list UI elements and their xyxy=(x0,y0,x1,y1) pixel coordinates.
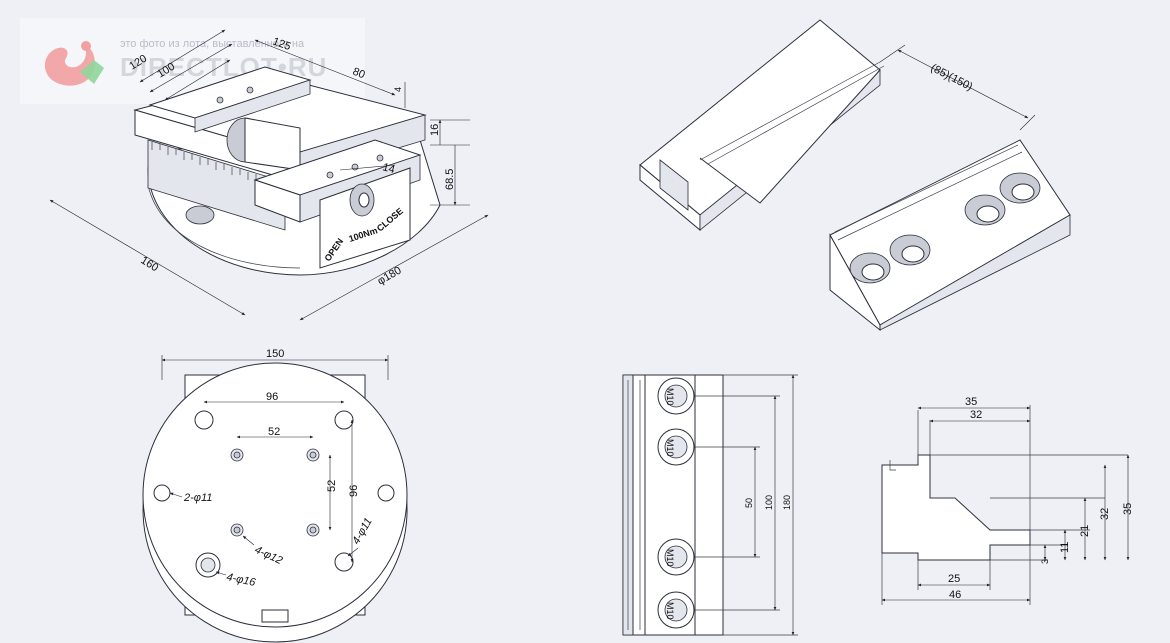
dim-3: 3 xyxy=(1040,559,1050,564)
jaw-isometric-view: (85)(150) xyxy=(639,19,1071,332)
dim-50: 50 xyxy=(744,498,754,508)
dim-150: 150 xyxy=(266,348,284,360)
dim-11: 11 xyxy=(1059,542,1071,553)
dim-14: 14 xyxy=(381,161,396,176)
dim-68-5: 68.5 xyxy=(444,169,456,190)
dim-35-top: 35 xyxy=(965,396,977,408)
dim-35-side: 35 xyxy=(1122,503,1134,515)
callout-2-phi11: 2-φ11 xyxy=(183,492,212,504)
dim-16: 16 xyxy=(429,124,441,136)
jaw-profile-view: 35 32 3 11 21 32 35 25 46 xyxy=(881,396,1134,605)
dim-25: 25 xyxy=(948,573,960,585)
dim-100: 100 xyxy=(764,495,774,510)
dim-52-vertical: 52 xyxy=(326,480,338,492)
dim-125: 125 xyxy=(271,36,292,54)
dim-160: 160 xyxy=(138,254,160,274)
dim-85-150: (85)(150) xyxy=(929,62,975,93)
dim-32-top: 32 xyxy=(970,409,982,421)
dim-phi180: φ180 xyxy=(376,264,404,287)
dim-32-side: 32 xyxy=(1099,508,1111,520)
dim-52-horizontal: 52 xyxy=(268,426,280,438)
jaw-pocket-holes xyxy=(849,172,1041,284)
dim-96-vertical: 96 xyxy=(348,485,360,497)
squirrel-logo-icon xyxy=(44,41,104,86)
dim-21: 21 xyxy=(1079,525,1091,537)
jaw-front-view: M10 M10 M10 M10 50 100 180 xyxy=(622,374,798,636)
dim-46: 46 xyxy=(949,589,961,601)
jaw-front-m10-holes: M10 M10 M10 M10 xyxy=(657,377,695,629)
m10-label-4: M10 xyxy=(665,602,675,620)
m10-label-1: M10 xyxy=(665,388,675,406)
m10-label-3: M10 xyxy=(665,549,675,567)
base-holes xyxy=(153,410,395,578)
m10-label-2: M10 xyxy=(665,439,675,457)
dim-4: 4 xyxy=(393,87,403,92)
dim-96-horizontal: 96 xyxy=(266,391,278,403)
dim-180: 180 xyxy=(782,495,792,510)
dim-80: 80 xyxy=(351,66,367,82)
base-top-view: 150 96 52 52 96 2-φ11 4-φ12 4-φ16 4-φ1 xyxy=(142,348,408,643)
vise-isometric-view: 100Nm OPEN CLOSE 125 120 100 80 4 16 68.… xyxy=(49,29,489,321)
